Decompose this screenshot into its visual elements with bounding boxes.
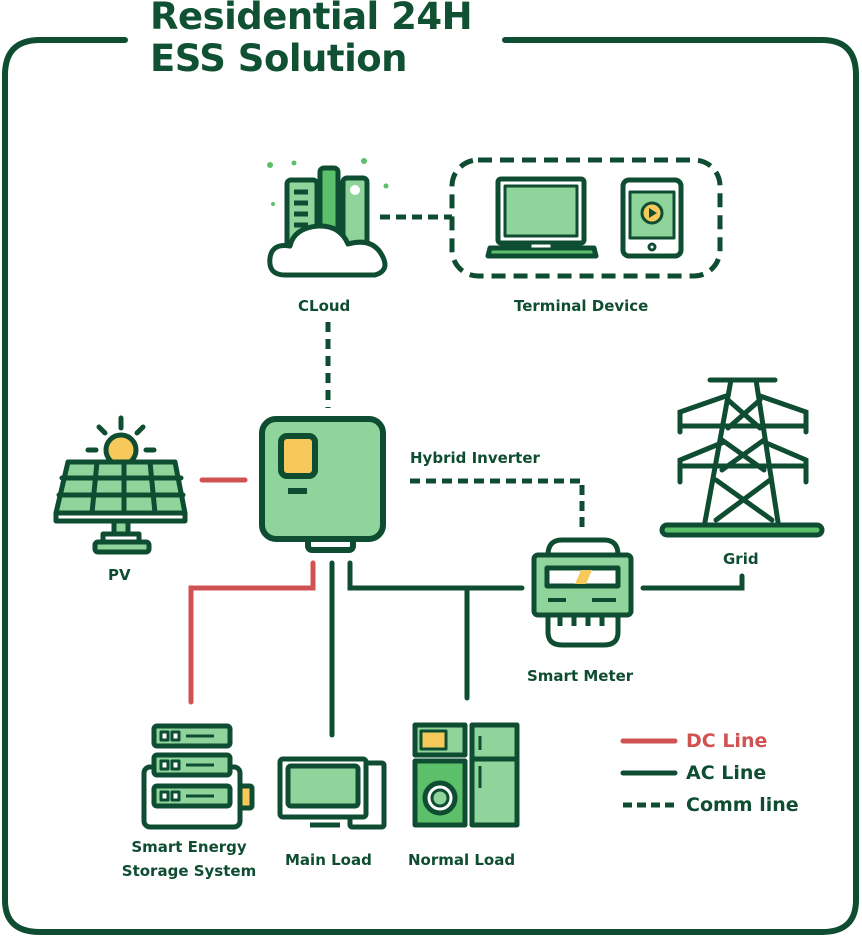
storage-label: Smart Energy Storage System bbox=[118, 835, 260, 883]
hybrid-inverter-label: Hybrid Inverter bbox=[410, 449, 540, 467]
smart-meter-icon[interactable] bbox=[531, 537, 634, 648]
laptop-icon[interactable] bbox=[485, 176, 599, 259]
cloud-icon bbox=[267, 158, 389, 278]
normal-load-appliances-icon[interactable] bbox=[412, 722, 520, 828]
page-title: Residential 24H ESS Solution bbox=[150, 0, 473, 80]
energy-storage-icon[interactable] bbox=[141, 723, 255, 830]
ac-line-inverter-meter bbox=[347, 560, 525, 591]
main-load-label: Main Load bbox=[285, 851, 372, 869]
legend-ac-label: AC Line bbox=[686, 762, 767, 784]
frame-border bbox=[2, 37, 859, 935]
smart-meter-label: Smart Meter bbox=[527, 667, 634, 685]
cloud-label: CLoud bbox=[298, 297, 351, 315]
legend-comm-label: Comm line bbox=[686, 794, 799, 816]
hybrid-inverter-icon[interactable] bbox=[259, 416, 386, 553]
pv-label: PV bbox=[108, 566, 131, 584]
title-line-2: ESS Solution bbox=[150, 37, 408, 80]
grid-tower-icon[interactable] bbox=[659, 377, 825, 538]
title-line-1: Residential 24H bbox=[150, 0, 473, 38]
ac-line-meter-grid bbox=[640, 573, 745, 591]
terminal-device-group-border bbox=[449, 157, 723, 279]
pv-solar-panel-icon[interactable] bbox=[53, 415, 188, 555]
normal-load-label: Normal Load bbox=[408, 851, 516, 869]
tablet-icon[interactable] bbox=[620, 177, 684, 259]
terminal-device-label: Terminal Device bbox=[514, 297, 649, 315]
storage-label-line-2: Storage System bbox=[121, 862, 257, 880]
dc-line-inverter-storage bbox=[188, 560, 316, 705]
comm-line-inverter-meter bbox=[410, 478, 585, 528]
grid-label: Grid bbox=[723, 550, 759, 568]
main-load-computer-icon[interactable] bbox=[277, 756, 387, 830]
storage-label-line-1: Smart Energy bbox=[131, 838, 247, 856]
legend-dc-label: DC Line bbox=[686, 730, 768, 752]
